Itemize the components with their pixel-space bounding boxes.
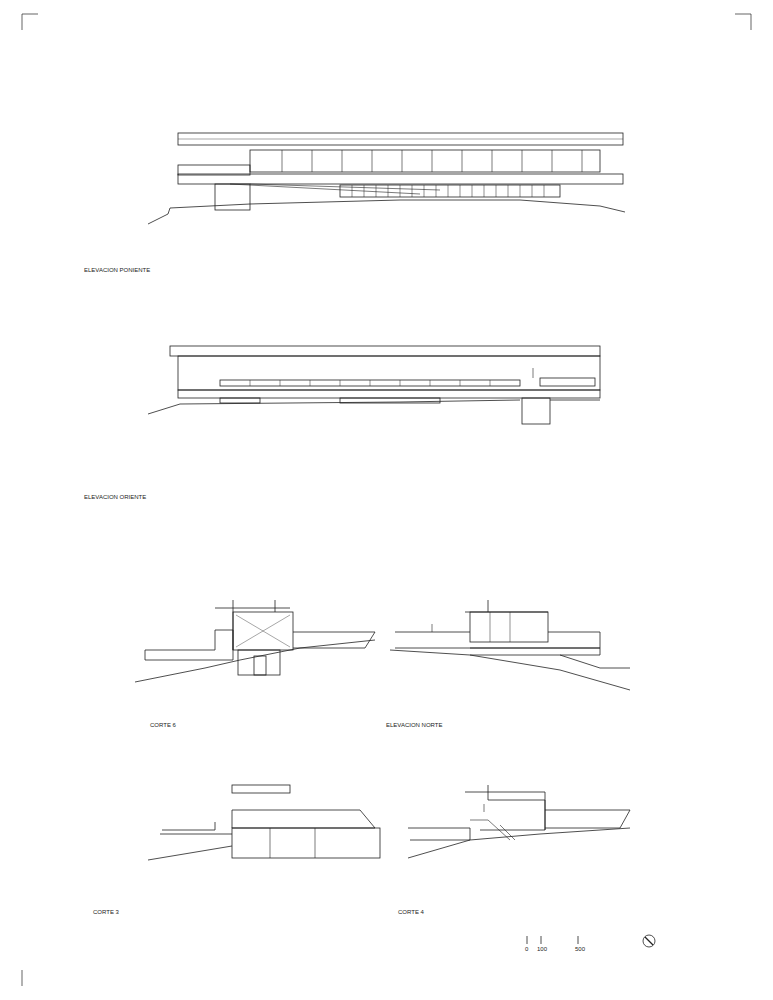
view-title: ELEVACION PONIENTE [84,267,150,273]
west-elevation [148,133,625,224]
scale-number: 0 [525,946,528,952]
section-3 [148,785,380,860]
view-title: ELEVACION ORIENTE [84,494,146,500]
view-title: CORTE 4 [398,909,424,915]
scale-bar [527,936,578,944]
north-elevation [390,600,630,690]
view-title: ELEVACION NORTE [386,722,442,728]
view-title: CORTE 6 [150,722,176,728]
east-elevation [148,346,600,424]
scale-number: 100 [537,946,547,952]
scale-number: 500 [575,946,585,952]
section-6 [135,600,375,682]
north-arrow [643,935,655,947]
view-title: CORTE 3 [93,909,119,915]
section-4 [408,785,630,858]
